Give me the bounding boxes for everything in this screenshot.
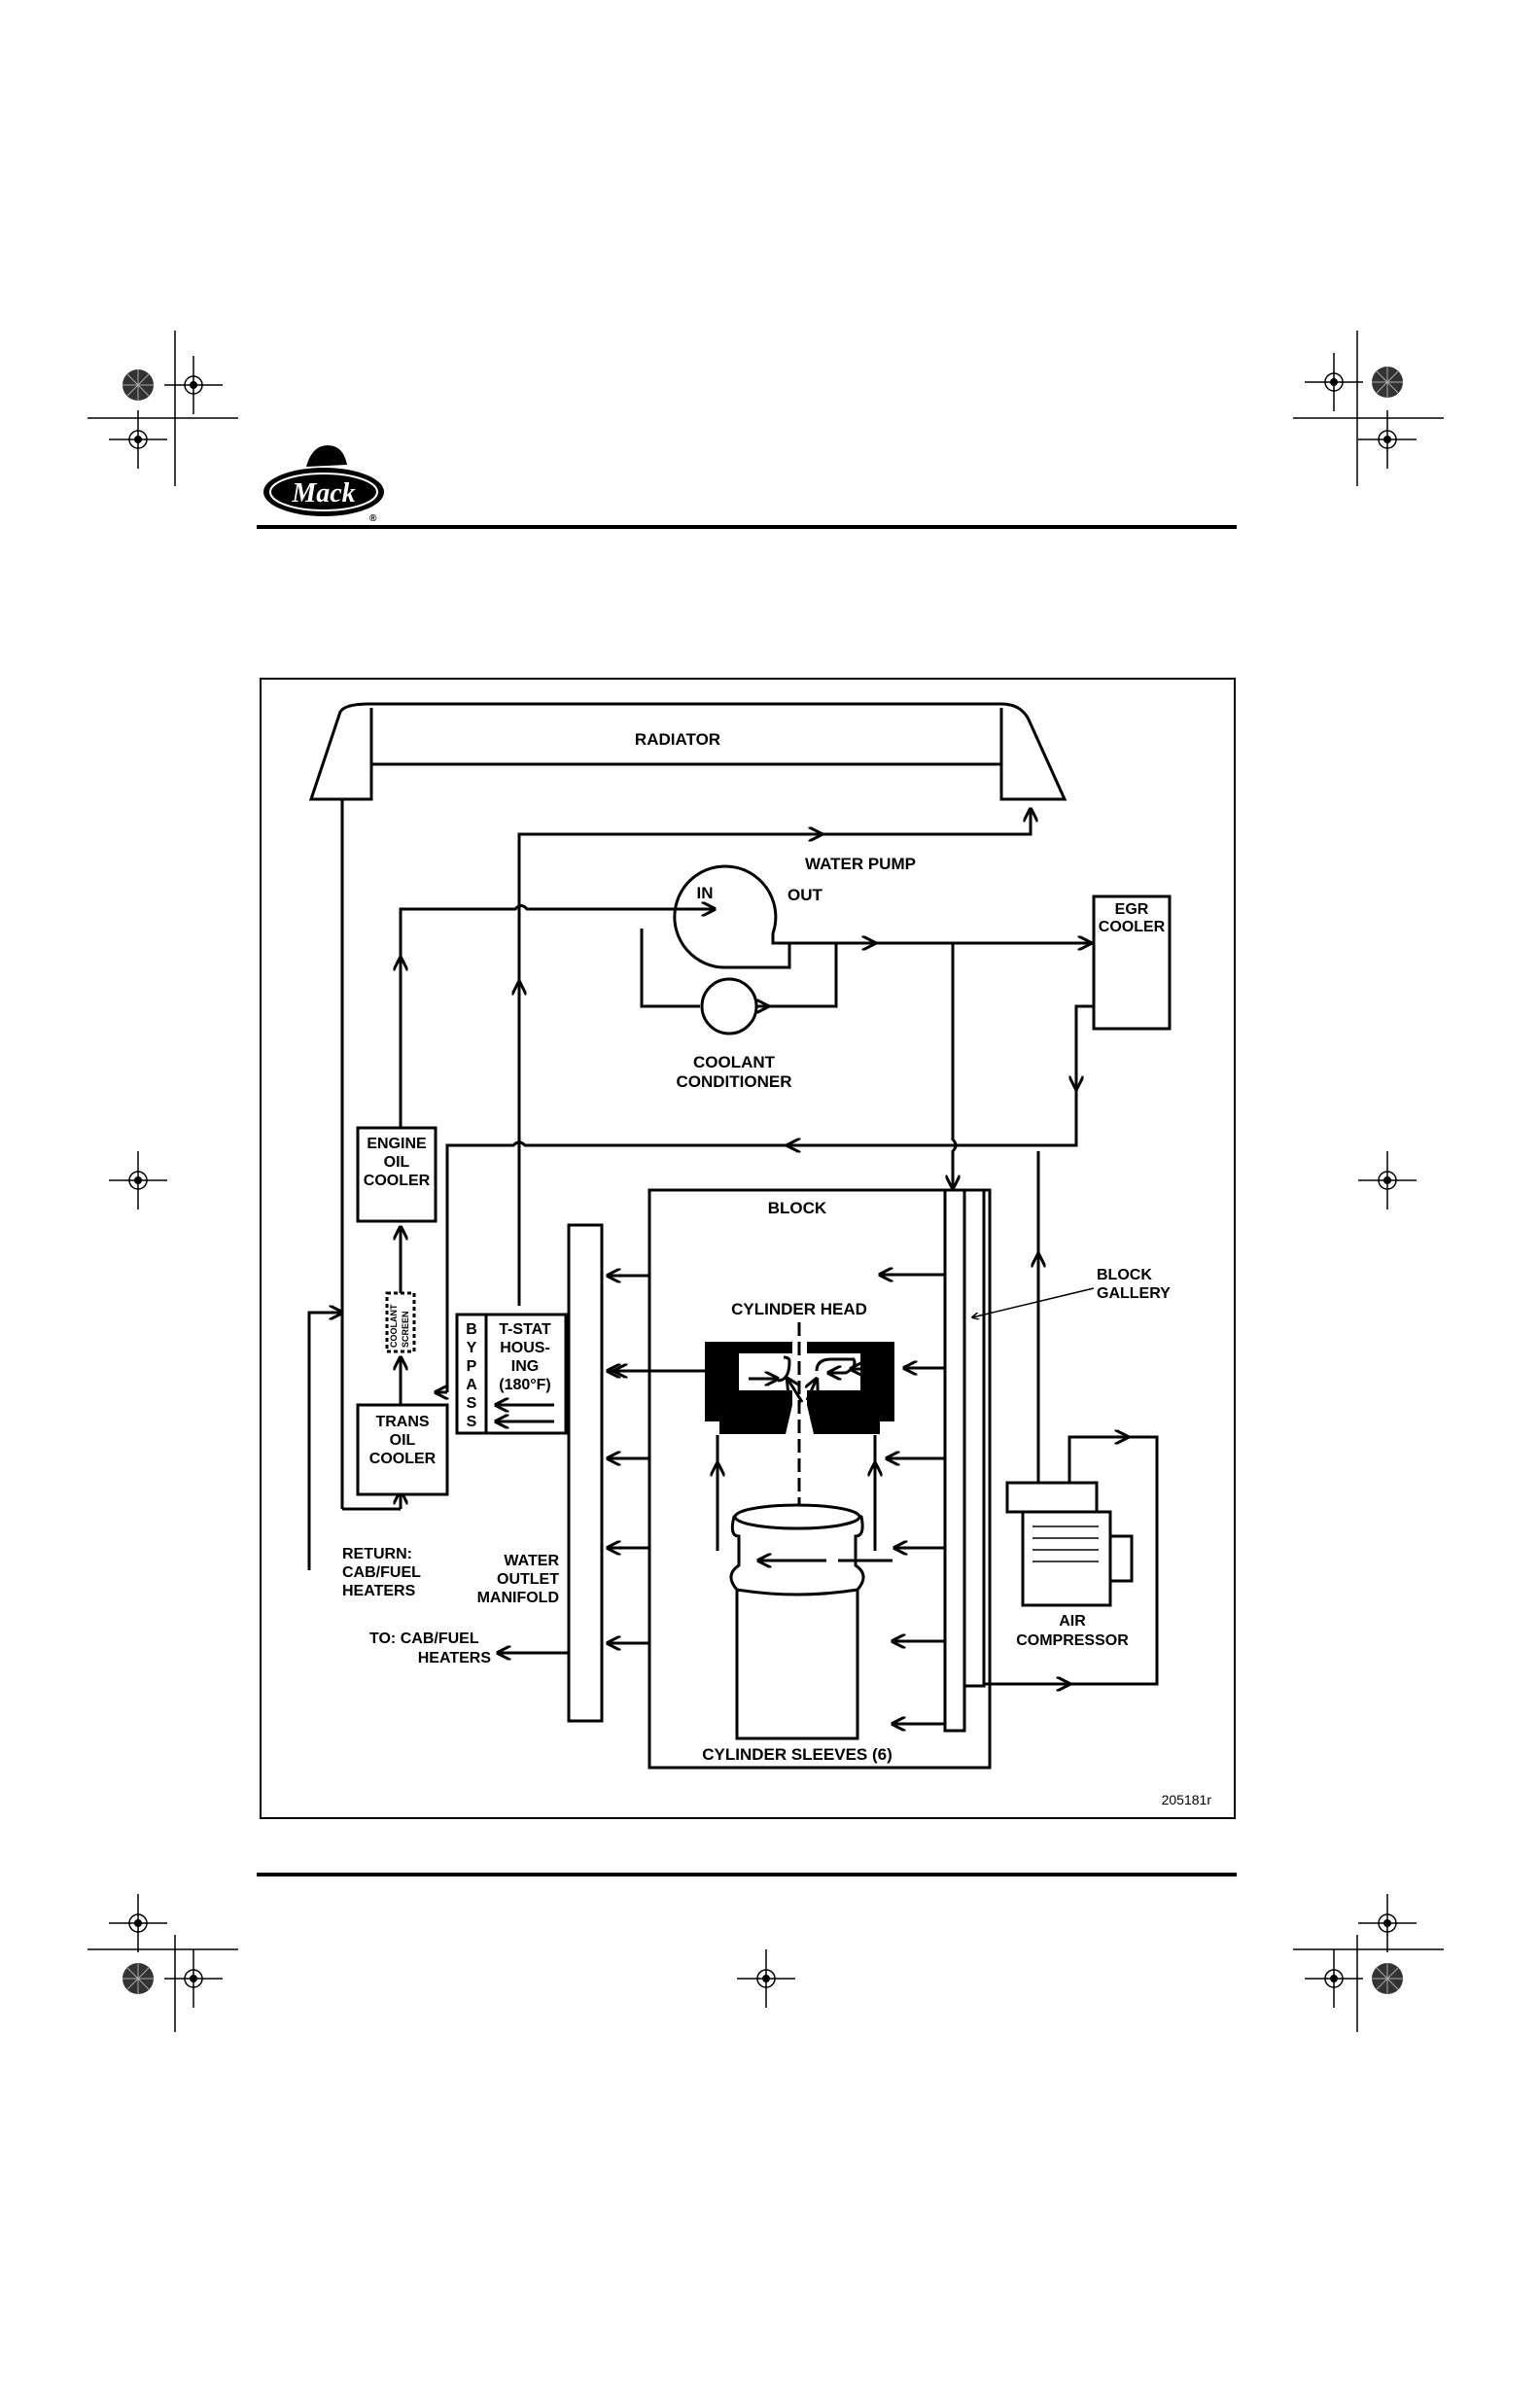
- svg-text:B: B: [466, 1321, 477, 1338]
- cooling-system-diagram: RADIATOR IN WATER PUMP OUT COOLANT CONDI…: [309, 704, 1211, 1807]
- svg-text:ING: ING: [511, 1358, 539, 1375]
- water-pump: IN WATER PUMP OUT: [675, 855, 916, 967]
- air-compressor: AIR COMPRESSOR: [1007, 1483, 1132, 1649]
- svg-text:IN: IN: [697, 884, 714, 902]
- svg-text:A: A: [466, 1377, 477, 1393]
- coolant-conditioner: [702, 979, 756, 1034]
- svg-text:BLOCK: BLOCK: [1097, 1267, 1152, 1283]
- svg-text:CONDITIONER: CONDITIONER: [677, 1072, 792, 1091]
- svg-text:WATER PUMP: WATER PUMP: [805, 855, 916, 873]
- svg-text:WATER: WATER: [504, 1553, 559, 1569]
- svg-text:HOUS-: HOUS-: [500, 1340, 550, 1356]
- svg-text:HEATERS: HEATERS: [342, 1583, 416, 1599]
- svg-text:Y: Y: [467, 1340, 477, 1356]
- svg-text:Mack: Mack: [291, 478, 355, 509]
- cylinder-sleeve: CYLINDER SLEEVES (6): [702, 1505, 892, 1764]
- water-outlet-manifold: [569, 1225, 602, 1721]
- svg-text:COMPRESSOR: COMPRESSOR: [1016, 1632, 1129, 1649]
- svg-text:P: P: [467, 1358, 477, 1375]
- svg-text:OIL: OIL: [390, 1432, 416, 1449]
- svg-text:COOLER: COOLER: [1099, 919, 1166, 935]
- svg-text:COOLANT: COOLANT: [389, 1304, 399, 1348]
- coolant-screen: COOLANT SCREEN: [387, 1293, 414, 1351]
- svg-text:EGR: EGR: [1115, 901, 1149, 918]
- svg-text:RETURN:: RETURN:: [342, 1546, 412, 1562]
- svg-text:BLOCK: BLOCK: [768, 1199, 827, 1217]
- radiator: RADIATOR: [311, 704, 1065, 799]
- svg-text:205181r: 205181r: [1162, 1792, 1212, 1807]
- svg-text:(180°F): (180°F): [499, 1377, 551, 1393]
- engine-oil-cooler: ENGINE OIL COOLER: [358, 1128, 436, 1221]
- svg-text:CYLINDER HEAD: CYLINDER HEAD: [731, 1300, 867, 1318]
- svg-text:®: ®: [369, 513, 377, 524]
- trans-oil-cooler: TRANS OIL COOLER: [358, 1405, 447, 1494]
- mack-logo: Mack ®: [263, 445, 384, 524]
- svg-text:OIL: OIL: [384, 1154, 410, 1171]
- svg-text:COOLER: COOLER: [364, 1173, 431, 1189]
- egr-cooler: EGR COOLER: [1094, 896, 1170, 1029]
- svg-text:GALLERY: GALLERY: [1097, 1285, 1171, 1302]
- svg-text:OUT: OUT: [788, 886, 823, 904]
- svg-text:ENGINE: ENGINE: [367, 1136, 427, 1152]
- svg-text:COOLER: COOLER: [369, 1451, 437, 1467]
- svg-text:HEATERS: HEATERS: [418, 1650, 492, 1666]
- crop-marks: [88, 331, 1444, 2032]
- svg-text:COOLANT: COOLANT: [693, 1053, 776, 1071]
- svg-text:AIR: AIR: [1059, 1613, 1086, 1630]
- tstat-housing: B Y P A S S T-STAT HOUS- ING (180°F): [457, 1315, 566, 1433]
- svg-text:CAB/FUEL: CAB/FUEL: [342, 1564, 421, 1581]
- svg-text:RADIATOR: RADIATOR: [635, 730, 720, 749]
- svg-text:SCREEN: SCREEN: [401, 1311, 410, 1348]
- svg-text:T-STAT: T-STAT: [499, 1321, 551, 1338]
- svg-text:TO: CAB/FUEL: TO: CAB/FUEL: [369, 1631, 479, 1647]
- svg-text:MANIFOLD: MANIFOLD: [477, 1590, 559, 1606]
- svg-text:CYLINDER SLEEVES (6): CYLINDER SLEEVES (6): [702, 1745, 892, 1764]
- svg-text:TRANS: TRANS: [375, 1414, 429, 1430]
- block-gallery: [945, 1190, 964, 1731]
- svg-text:OUTLET: OUTLET: [497, 1571, 559, 1588]
- svg-text:S: S: [467, 1414, 477, 1430]
- svg-text:S: S: [467, 1395, 477, 1412]
